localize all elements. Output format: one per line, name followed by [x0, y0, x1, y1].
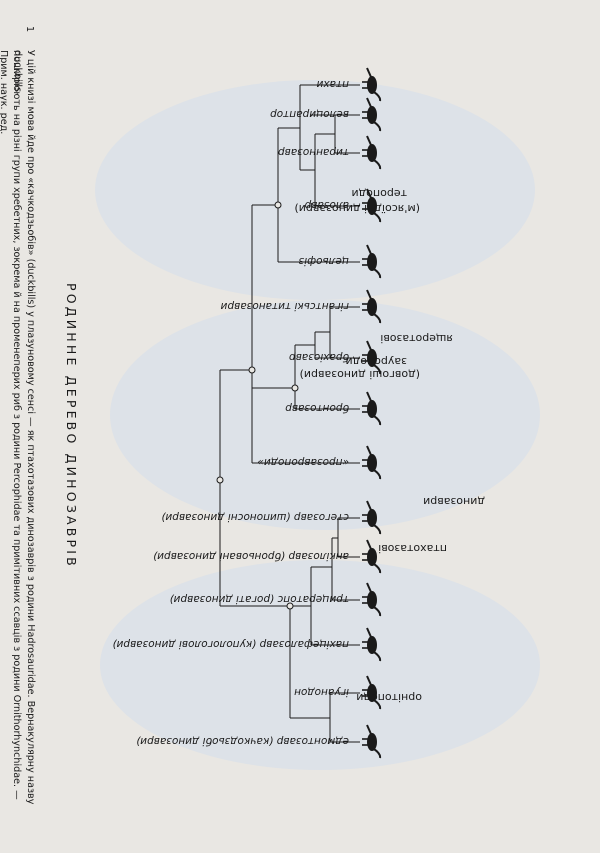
tree-branches: [219, 84, 360, 743]
clade-node: [286, 602, 294, 610]
taxon-label: алозавр: [304, 199, 349, 211]
taxon-label: цельофіз: [298, 255, 349, 267]
dinosaur-silhouette: [362, 445, 382, 480]
clade-label-theropods: тероподи: [351, 187, 407, 200]
dinosaur-silhouette: [362, 627, 382, 662]
taxon-label: бронтозавр: [285, 402, 349, 414]
show-through-blob: [100, 560, 540, 770]
footnote-number: 1: [24, 26, 35, 33]
clade-label-ornithischia: птахотазові: [378, 542, 447, 555]
show-through-blob: [110, 300, 540, 530]
taxon-label: велоцираптор: [270, 108, 349, 120]
dinosaur-silhouette: [362, 97, 382, 132]
taxon-label: брахіозавр: [289, 351, 349, 363]
taxon-label: пахіцефалозавр (купологолові динозаври): [112, 638, 349, 650]
dinosaur-silhouette: [362, 135, 382, 170]
clade-label-saurischia: ящеротазові: [380, 332, 453, 345]
clade-label-dinosaurs: динозаври: [423, 495, 485, 508]
taxon-label: «прозавроподи»: [257, 456, 349, 468]
figure-title: РОДИННЕ ДЕРЕВО ДИНОЗАВРІВ: [64, 283, 79, 569]
clade-node: [274, 201, 282, 209]
footnote-line-2: поширюють на різні групи хребетних, зокр…: [0, 50, 22, 800]
taxon-labels: птахи велоцираптор тираннозавр алозавр цельо…: [112, 78, 349, 747]
dinosaur-silhouette: [362, 391, 382, 426]
clade-node: [291, 384, 299, 392]
dinosaur-silhouette: [362, 500, 382, 535]
clade-label-sauropods-note: (довгоші динозаври): [300, 368, 420, 381]
clade-label-ornithopods: орнітоподи: [356, 691, 422, 704]
dinosaur-silhouette: [362, 340, 382, 375]
taxon-label: трицератопс (рогаті динозаври): [170, 593, 350, 605]
clade-node: [248, 366, 256, 374]
clade-node: [216, 476, 224, 484]
taxon-label: гігантські титанозаври: [220, 300, 349, 312]
dinosaur-silhouette: [362, 675, 382, 710]
taxon-label: стегозавр (шипоносні динозаври): [161, 511, 349, 523]
clade-labels: тероподи (м'ясоїдні динозаври) зауроподи(д…: [294, 187, 485, 704]
taxon-label: птахи: [316, 78, 349, 90]
tree-nodes: [216, 201, 299, 610]
taxon-label: ігуанодон: [294, 686, 349, 698]
clade-label-theropods-note: (м'ясоїдні динозаври): [294, 202, 420, 215]
dinosaur-silhouette: [362, 539, 382, 574]
dinosaur-silhouette: [362, 289, 382, 324]
dinosaur-silhouette: [362, 724, 382, 759]
dinosaur-silhouette: [362, 67, 382, 102]
dinosaur-silhouette: [362, 188, 382, 223]
taxon-label: тираннозавр: [278, 146, 349, 158]
clade-label-sauropods: зауроподи: [346, 355, 408, 368]
dinosaur-silhouette: [362, 244, 382, 279]
taxon-label: едмонтозавр (качкодзьобі динозаври): [136, 735, 349, 747]
dinosaur-silhouettes: [362, 67, 382, 759]
dinosaur-silhouette: [362, 582, 382, 617]
taxon-label: анкілозавр (броньовані динозаври): [153, 550, 349, 562]
